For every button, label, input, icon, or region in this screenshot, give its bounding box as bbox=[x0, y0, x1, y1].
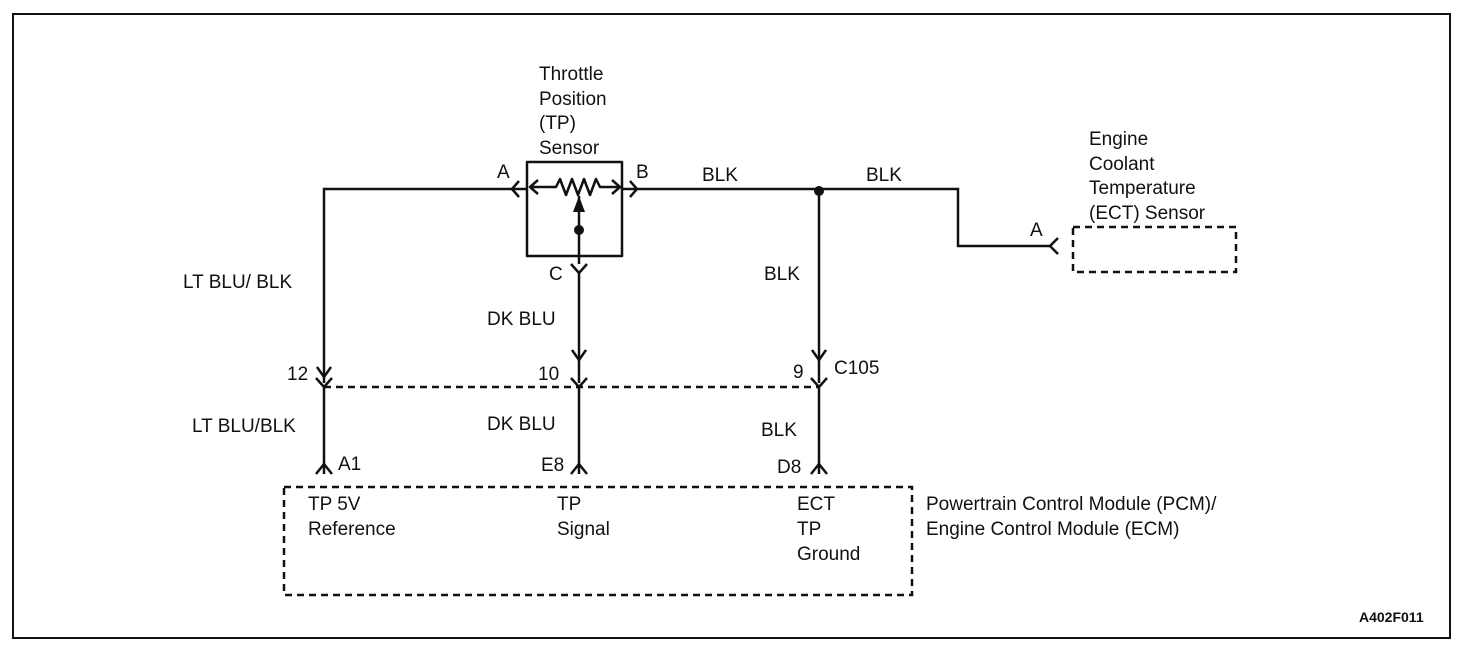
tp-sensor-label: Throttle Position (TP) Sensor bbox=[539, 64, 607, 159]
ref-wire-lower-connector-icon bbox=[315, 462, 333, 475]
ground-wire-b-label: BLK bbox=[702, 165, 738, 186]
tp-sensor: Throttle Position (TP) Sensor A B C bbox=[497, 64, 649, 285]
ref-wire-upper bbox=[322, 187, 512, 383]
module-pin-d8-label: D8 bbox=[777, 457, 801, 478]
c105-pin-9-label: 9 bbox=[793, 362, 804, 383]
ref-wire-upper-label: LT BLU/ BLK bbox=[183, 272, 292, 293]
tp-label-line-4: Sensor bbox=[539, 138, 600, 159]
tp-label-line-3: (TP) bbox=[539, 113, 576, 134]
ref-wire-lower-label: LT BLU/BLK bbox=[192, 416, 296, 437]
ground-wire-ect-label: BLK bbox=[866, 165, 902, 186]
ect-sensor-body bbox=[1071, 225, 1238, 274]
signal-wire-upper-label: DK BLU bbox=[487, 309, 556, 330]
ect-sensor: A Engine Coolant Temperature (ECT) Senso… bbox=[1030, 129, 1238, 274]
ground-wire-lower-label: BLK bbox=[761, 420, 797, 441]
ect-label-line-2: Coolant bbox=[1089, 154, 1155, 175]
tp-sensor-body bbox=[525, 160, 624, 258]
tp-resistor-end-right bbox=[611, 179, 622, 195]
tp-pin-c-connector-icon bbox=[570, 263, 588, 275]
terminal-signal-line-2: Signal bbox=[557, 519, 610, 540]
tp-pin-c-label: C bbox=[549, 264, 563, 285]
signal-wire-lower-connector-icon bbox=[570, 462, 588, 475]
module-label-line-1: Powertrain Control Module (PCM)/ bbox=[926, 494, 1217, 515]
module-label-line-2: Engine Control Module (ECM) bbox=[926, 519, 1179, 540]
ect-sensor-label: Engine Coolant Temperature (ECT) Sensor bbox=[1089, 129, 1206, 224]
signal-wire-arrow-icon bbox=[570, 349, 588, 362]
terminal-reference-line-2: Reference bbox=[308, 519, 396, 540]
ground-wire-arrow-icon bbox=[810, 349, 828, 362]
diagram-frame bbox=[12, 13, 1451, 639]
c105-name-label: C105 bbox=[834, 358, 879, 379]
ref-wire-arrow-icon bbox=[315, 366, 333, 379]
control-module-body bbox=[282, 485, 914, 597]
tp-label-line-2: Position bbox=[539, 89, 607, 110]
c105-pin-10-label: 10 bbox=[538, 364, 559, 385]
module-pin-e8-label: E8 bbox=[541, 455, 564, 476]
terminal-ground-line-2: TP bbox=[797, 519, 821, 540]
tp-pin-b-label: B bbox=[636, 162, 649, 183]
terminal-ground-line-1: ECT bbox=[797, 494, 835, 515]
c105-pin-12-label: 12 bbox=[287, 364, 308, 385]
terminal-reference-line-1: TP 5V bbox=[308, 494, 361, 515]
terminal-ground-line-3: Ground bbox=[797, 544, 860, 565]
terminal-signal-line-1: TP bbox=[557, 494, 581, 515]
signal-wire-lower-label: DK BLU bbox=[487, 414, 556, 435]
ect-pin-a-label: A bbox=[1030, 220, 1043, 241]
tp-wiper-node bbox=[574, 225, 584, 235]
tp-wiper-arrow-icon bbox=[573, 196, 585, 212]
module-pin-a1-label: A1 bbox=[338, 454, 361, 475]
control-module: A1 E8 D8 TP 5V Reference TP Signal ECT T… bbox=[282, 454, 1217, 597]
tp-label-line-1: Throttle bbox=[539, 64, 603, 85]
ect-label-line-4: (ECT) Sensor bbox=[1089, 203, 1206, 224]
ground-wire-b bbox=[637, 187, 1050, 248]
ect-label-line-1: Engine bbox=[1089, 129, 1148, 150]
tp-resistor-icon bbox=[530, 177, 620, 197]
ect-label-line-3: Temperature bbox=[1089, 178, 1196, 199]
ground-wire-down-label: BLK bbox=[764, 264, 800, 285]
tp-pin-a-label: A bbox=[497, 162, 510, 183]
ground-wire-lower-connector-icon bbox=[810, 462, 828, 475]
figure-id: A402F011 bbox=[1359, 609, 1424, 625]
connector-c105: 12 10 9 C105 bbox=[287, 358, 879, 389]
tp-resistor-end-left bbox=[528, 179, 539, 195]
ect-pin-a-connector-icon bbox=[1048, 237, 1059, 255]
